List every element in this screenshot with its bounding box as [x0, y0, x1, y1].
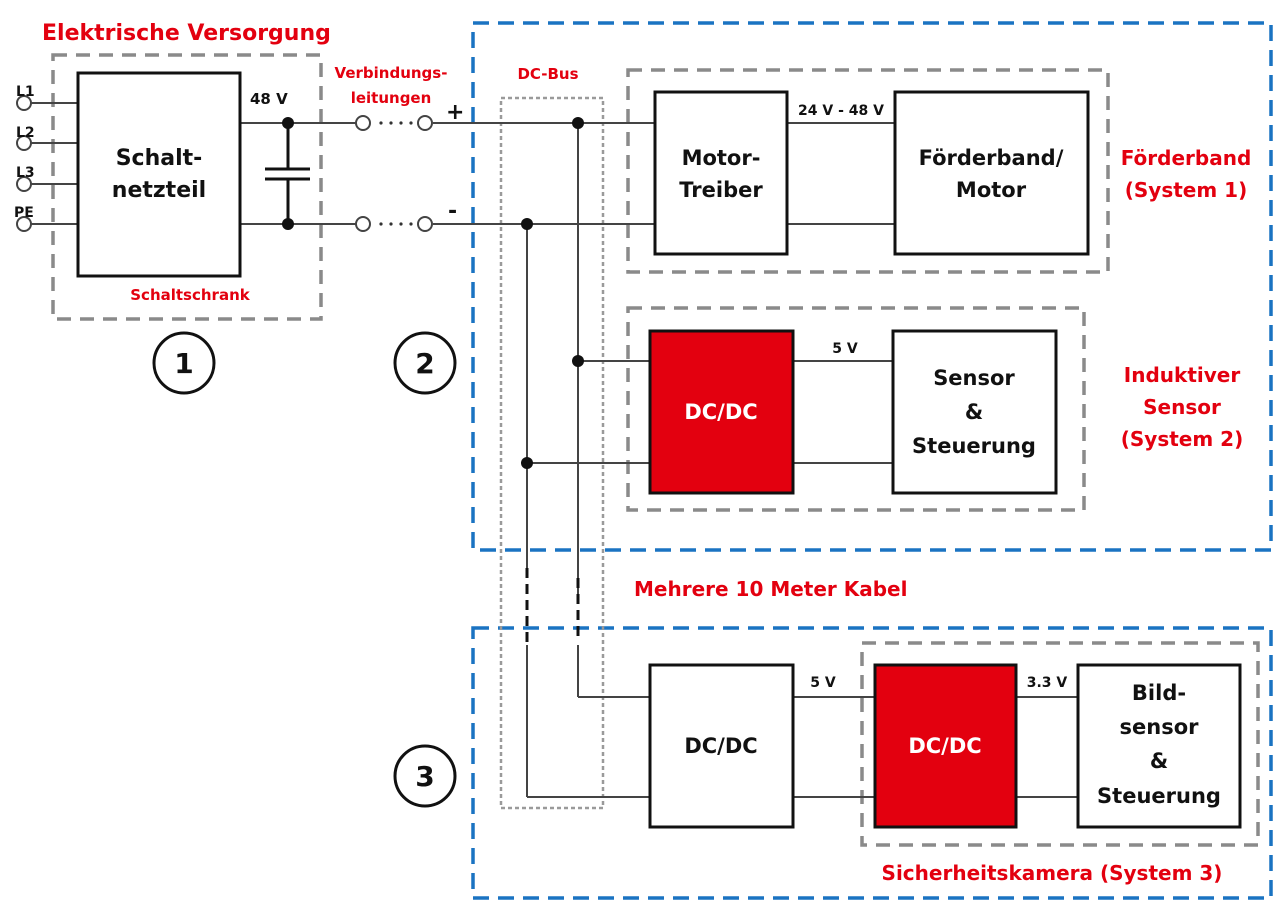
system3-dcdc-highlight-block [873, 663, 1018, 829]
image-sensor-block [1076, 663, 1242, 829]
sensor-control-label-1: Sensor [933, 366, 1015, 390]
system-boundary-top [471, 21, 1273, 552]
junction-dots [282, 117, 584, 469]
system1-group [626, 68, 1110, 274]
motor-driver-block [653, 90, 789, 256]
system3-name: Sicherheitskamera (System 3) [882, 861, 1223, 885]
capacitor-icon [265, 123, 310, 224]
psu-label-1: Schalt- [116, 146, 203, 171]
image-sensor-label-3: & [1150, 749, 1168, 773]
input-terminals [16, 95, 32, 232]
system3-dcdc-label: DC/DC [684, 734, 757, 758]
connections-label-1: Verbindungs- [335, 64, 448, 82]
connection-terminals [355, 115, 433, 232]
dc-bus-label: DC-Bus [517, 65, 578, 83]
system2-name-2: Sensor [1143, 395, 1221, 419]
system2-link-voltage: 5 V [832, 341, 858, 357]
system1-name-1: Förderband [1121, 146, 1252, 170]
psu-label-2: netzteil [112, 178, 206, 203]
system3-dcdc-highlight-label: DC/DC [908, 734, 981, 758]
system3-link-voltage-1: 5 V [810, 675, 836, 691]
system2-dcdc-label: DC/DC [684, 400, 757, 424]
marker-1: 1 [174, 347, 193, 380]
image-sensor-label-1: Bild- [1132, 681, 1186, 705]
system3-group [860, 641, 1260, 847]
sensor-control-label-3: Steuerung [912, 434, 1036, 458]
conveyor-motor-label-2: Motor [956, 178, 1027, 202]
connections-label-2: leitungen [351, 89, 432, 107]
conveyor-motor-label-1: Förderband/ [919, 146, 1064, 170]
sensor-control-label-2: & [965, 400, 983, 424]
cabinet-label: Schaltschrank [130, 286, 251, 304]
input-label-l2: L2 [16, 125, 35, 141]
conveyor-motor-block [893, 90, 1090, 256]
system2-name-1: Induktiver [1124, 363, 1241, 387]
minus-sign: - [448, 199, 457, 224]
marker-2: 2 [415, 347, 434, 380]
marker-3: 3 [415, 760, 434, 793]
system-boundary-bottom [471, 626, 1273, 900]
image-sensor-label-2: sensor [1120, 715, 1200, 739]
system2-dcdc-block [648, 329, 795, 495]
sensor-control-block [891, 329, 1058, 495]
system3-dcdc-block [648, 663, 795, 829]
image-sensor-label-4: Steuerung [1097, 784, 1221, 808]
input-label-pe: PE [14, 205, 34, 221]
system2-name-3: (System 2) [1121, 427, 1243, 451]
system3-link-voltage-2: 3.3 V [1027, 675, 1068, 691]
input-label-l1: L1 [16, 84, 35, 100]
dc-bus-outline [499, 96, 605, 810]
motor-driver-label-2: Treiber [679, 178, 763, 202]
long-cable-segments [525, 568, 580, 648]
system2-group [626, 306, 1086, 512]
motor-driver-label-1: Motor- [682, 146, 761, 170]
marker-circles [152, 331, 457, 808]
system1-name-2: (System 1) [1125, 178, 1247, 202]
title: Elektrische Versorgung [42, 21, 331, 46]
psu-block [76, 71, 242, 278]
cabinet-group [51, 53, 323, 321]
supply-voltage: 48 V [250, 90, 288, 108]
cable-note: Mehrere 10 Meter Kabel [634, 577, 907, 601]
input-label-l3: L3 [16, 165, 35, 181]
system1-link-voltage: 24 V - 48 V [798, 103, 884, 119]
plus-sign: + [446, 100, 464, 125]
